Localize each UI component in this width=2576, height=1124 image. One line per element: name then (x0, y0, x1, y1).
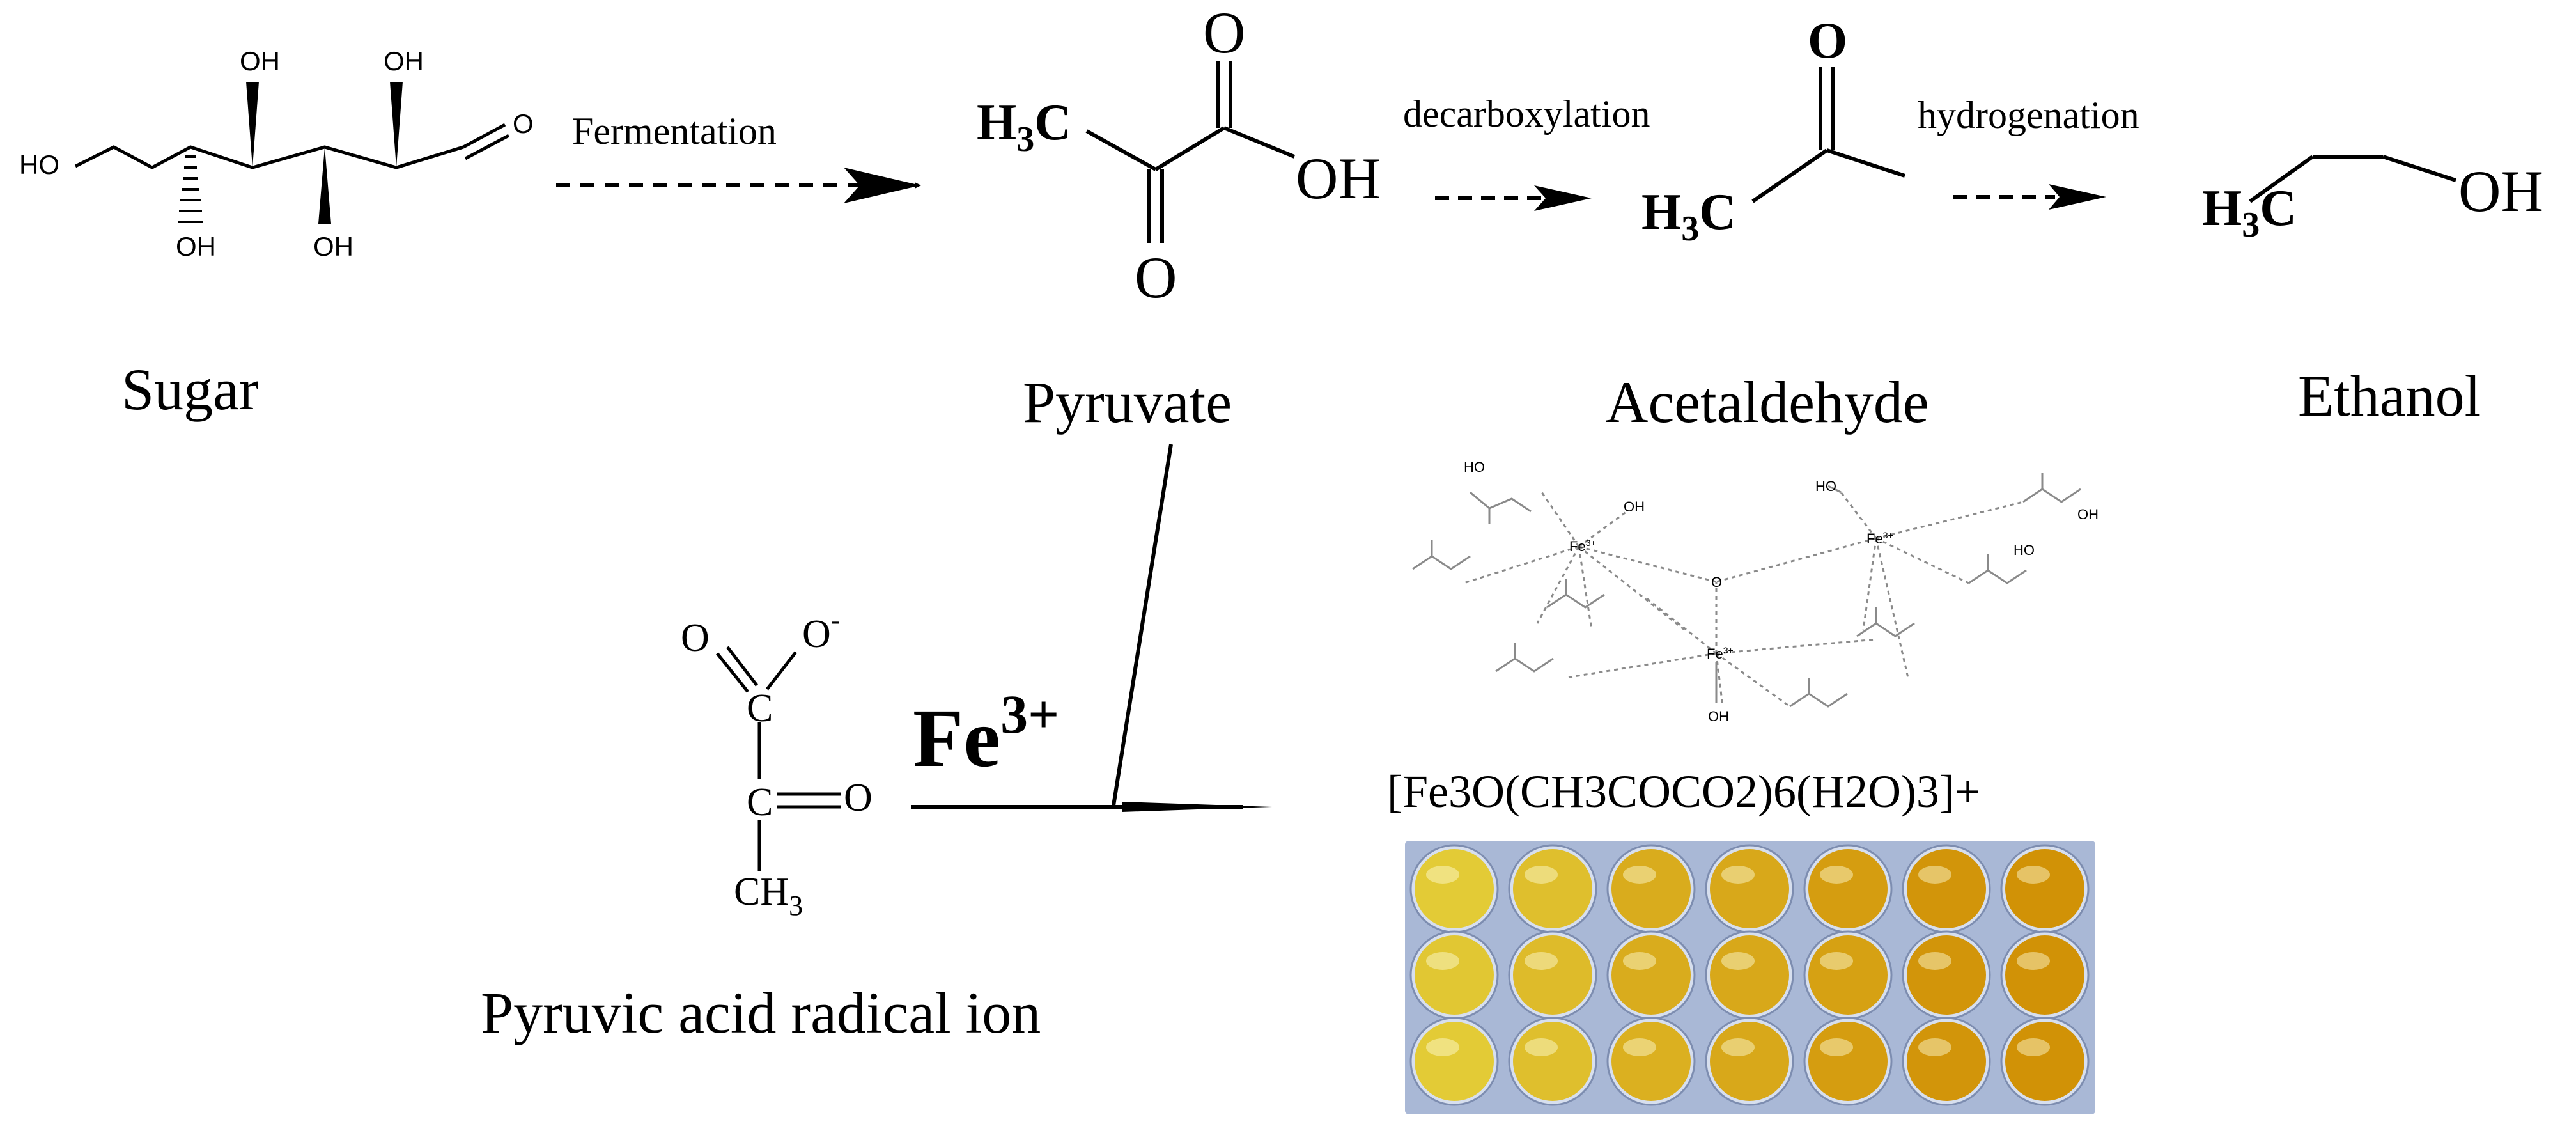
well-highlight (1721, 952, 1755, 970)
complex-ho-3: HO (2013, 542, 2035, 558)
ethanol-name: Ethanol (2298, 363, 2481, 428)
well (1415, 1022, 1494, 1101)
sugar-aldehyde-o: O (513, 109, 534, 139)
pyruvic-ion-name: Pyruvic acid radical ion (481, 980, 1041, 1045)
complex-fe-2: Fe3+ (1866, 530, 1893, 547)
well-highlight (1426, 952, 1459, 970)
acetaldehyde-o: O (1808, 13, 1847, 69)
well-highlight (1820, 952, 1853, 970)
sugar-oh-top-2: OH (384, 46, 424, 76)
well (1907, 849, 1986, 928)
acetaldehyde-methyl: H3C (1641, 184, 1736, 249)
well (1611, 849, 1691, 928)
sugar-structure (74, 123, 510, 223)
pyruvate-connector-line (1112, 444, 1173, 806)
well-highlight (1426, 866, 1459, 884)
ethanol-structure (2249, 155, 2456, 203)
fermentation-arrowhead (844, 168, 920, 203)
complex-central-o: O (1711, 574, 1722, 590)
well (1415, 935, 1494, 1015)
pyruvate-structure (1085, 61, 1296, 243)
acetaldehyde-structure (1751, 67, 1905, 203)
pyruvic-ch3: CH3 (734, 870, 803, 921)
fermentation-label: Fermentation (572, 110, 777, 152)
well-highlight (1820, 1038, 1853, 1056)
well (1808, 1022, 1888, 1101)
well (1710, 1022, 1789, 1101)
complex-oh-3: OH (2077, 506, 2099, 522)
well-highlight (1525, 866, 1558, 884)
well (1513, 935, 1592, 1015)
well (1710, 849, 1789, 928)
well-highlight (1623, 866, 1656, 884)
complex-fe-3: Fe3+ (1707, 645, 1734, 662)
fe-reaction-arrowhead (1122, 802, 1272, 812)
decarboxylation-label: decarboxylation (1403, 93, 1650, 135)
fe3-reagent: Fe3+ (913, 683, 1059, 784)
well (1808, 849, 1888, 928)
sugar-oh-bottom-1: OH (176, 231, 216, 261)
well (2005, 849, 2084, 928)
acetaldehyde-name: Acetaldehyde (1606, 370, 1929, 435)
pyruvic-o-keto: O (844, 776, 873, 820)
hydrogenation-arrowhead (2049, 184, 2106, 210)
well-highlight (1918, 1038, 1951, 1056)
well (1710, 935, 1789, 1015)
hydrogenation-label: hydrogenation (1918, 94, 2139, 136)
pyruvate-o-bottom: O (1135, 245, 1177, 310)
pyruvic-c-mid: C (747, 781, 773, 824)
well-highlight (1918, 866, 1951, 884)
complex-fe-1: Fe3+ (1569, 538, 1596, 554)
well (1611, 935, 1691, 1015)
pyruvic-c-top: C (747, 687, 773, 730)
well (1907, 935, 1986, 1015)
well-highlight (2017, 1038, 2050, 1056)
pyruvate-oh: OH (1296, 146, 1381, 211)
complex-formula: [Fe3O(CH3COCO2)6(H2O)3]+ (1387, 766, 1981, 817)
sugar-hash-bond-1 (178, 155, 203, 223)
well (1907, 1022, 1986, 1101)
complex-oh-2: OH (1708, 708, 1729, 724)
well-highlight (1918, 952, 1951, 970)
pyruvic-ion-structure (716, 646, 841, 871)
well-highlight (1721, 866, 1755, 884)
well (1513, 849, 1592, 928)
well-highlight (1721, 1038, 1755, 1056)
pyruvate-o-top: O (1203, 0, 1245, 65)
well (1415, 849, 1494, 928)
well-highlight (2017, 952, 2050, 970)
pyruvic-o-double: O (681, 616, 710, 660)
well-highlight (1820, 866, 1853, 884)
pyruvate-name: Pyruvate (1023, 370, 1232, 435)
complex-ho-1: HO (1815, 478, 1836, 494)
decarboxylation-arrowhead (1534, 185, 1592, 211)
well-highlight (1525, 1038, 1558, 1056)
sugar-oh-top-1: OH (240, 46, 280, 76)
well (1513, 1022, 1592, 1101)
sugar-atom-labels: HO OH OH OH OH O (19, 46, 534, 261)
pyruvic-o-minus: O- (802, 606, 840, 656)
well (2005, 1022, 2084, 1101)
ethanol-oh: OH (2458, 159, 2543, 224)
well-highlight (1426, 1038, 1459, 1056)
well-highlight (2017, 866, 2050, 884)
well-highlight (1525, 952, 1558, 970)
complex-oh-1: OH (1624, 499, 1645, 515)
pyruvate-methyl: H3C (977, 95, 1071, 159)
sugar-name: Sugar (121, 357, 259, 422)
complex-ho-2: HO (1464, 459, 1485, 475)
sugar-oh-left: HO (19, 150, 59, 180)
well-grid (1409, 844, 2090, 1106)
well (2005, 935, 2084, 1015)
fe-complex-structure: Fe3+ Fe3+ Fe3+ O OH HO OH HO OH HO (1412, 459, 2099, 724)
well-highlight (1623, 952, 1656, 970)
ethanol-methyl: H3C (2202, 180, 2297, 245)
well-plate-photo (1405, 841, 2095, 1114)
well (1611, 1022, 1691, 1101)
sugar-oh-bottom-2: OH (313, 231, 353, 261)
well (1808, 935, 1888, 1015)
sugar-wedge-bonds (246, 82, 403, 224)
well-highlight (1623, 1038, 1656, 1056)
